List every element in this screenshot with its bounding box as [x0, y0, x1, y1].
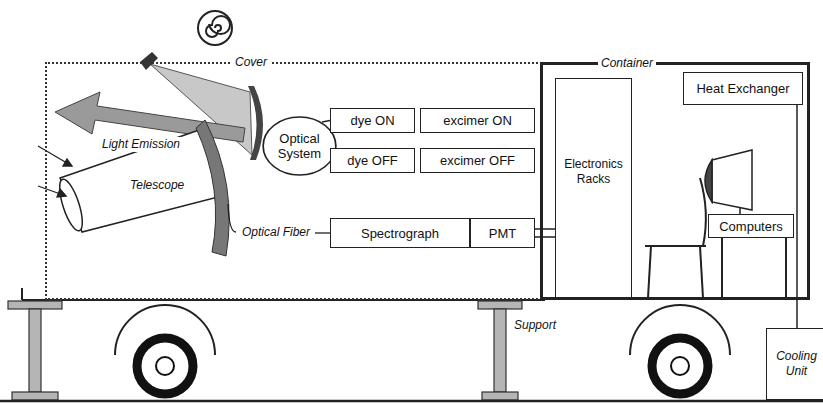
ground-line: [0, 400, 823, 403]
node-label: excimer OFF: [438, 153, 517, 168]
connector-line: [322, 121, 330, 123]
optical-fiber: [228, 204, 236, 232]
node-label: Cooling Unit: [767, 349, 823, 379]
cooling-box: Cooling Unit: [766, 328, 823, 400]
node-label: PMT: [487, 226, 518, 241]
optical-fiber: [315, 232, 330, 233]
curved-mirror: [248, 86, 263, 160]
process-box: Computers: [708, 214, 794, 238]
container-region: ContainerHeat ExchangerElectronics Racks…: [540, 62, 810, 300]
emission-arrow: [55, 92, 245, 142]
node-label: excimer ON: [441, 113, 514, 128]
fiber-label: Optical Fiber: [240, 225, 312, 240]
support-label: Support: [512, 318, 558, 333]
incoming-light: [38, 146, 72, 197]
region-title: Cover: [232, 54, 270, 70]
desk-leg: [722, 238, 786, 298]
node-label: Optical System: [262, 131, 337, 161]
cover-spiral: [198, 11, 232, 45]
telescope-label: Telescope: [128, 178, 186, 193]
process-box: PMT: [470, 218, 535, 248]
optical-system-ellipse: Optical System: [262, 116, 337, 176]
node-label: dye OFF: [345, 153, 400, 168]
small-mirror: [140, 52, 158, 70]
emission-label: Light Emission: [100, 137, 182, 152]
node-label: Heat Exchanger: [694, 81, 791, 96]
node-label: Electronics Racks: [556, 157, 631, 187]
process-box: Spectrograph: [330, 218, 470, 248]
node-label: Spectrograph: [359, 226, 441, 241]
connector-line: [796, 105, 798, 328]
region-title: Container: [598, 55, 656, 71]
rack-box: Electronics Racks: [555, 78, 632, 298]
chair: [645, 178, 706, 298]
process-box: dye ON: [330, 108, 415, 133]
wheel: [137, 338, 708, 394]
telescope-tube: [60, 128, 222, 232]
support-beam: [8, 301, 522, 400]
connector-line: [535, 229, 555, 237]
process-box: dye OFF: [330, 148, 415, 173]
monitor: [705, 150, 752, 214]
node-label: Computers: [717, 219, 785, 234]
telescope-aperture: [55, 177, 87, 233]
process-box: excimer OFF: [420, 148, 535, 173]
process-box: excimer ON: [420, 108, 535, 133]
wheel-fender: [115, 305, 730, 355]
primary-mirror: [196, 120, 229, 256]
cover-region: CoverOptical Systemdye ONexcimer ONdye O…: [45, 62, 542, 300]
node-label: dye ON: [348, 113, 396, 128]
process-box: Heat Exchanger: [683, 72, 803, 105]
